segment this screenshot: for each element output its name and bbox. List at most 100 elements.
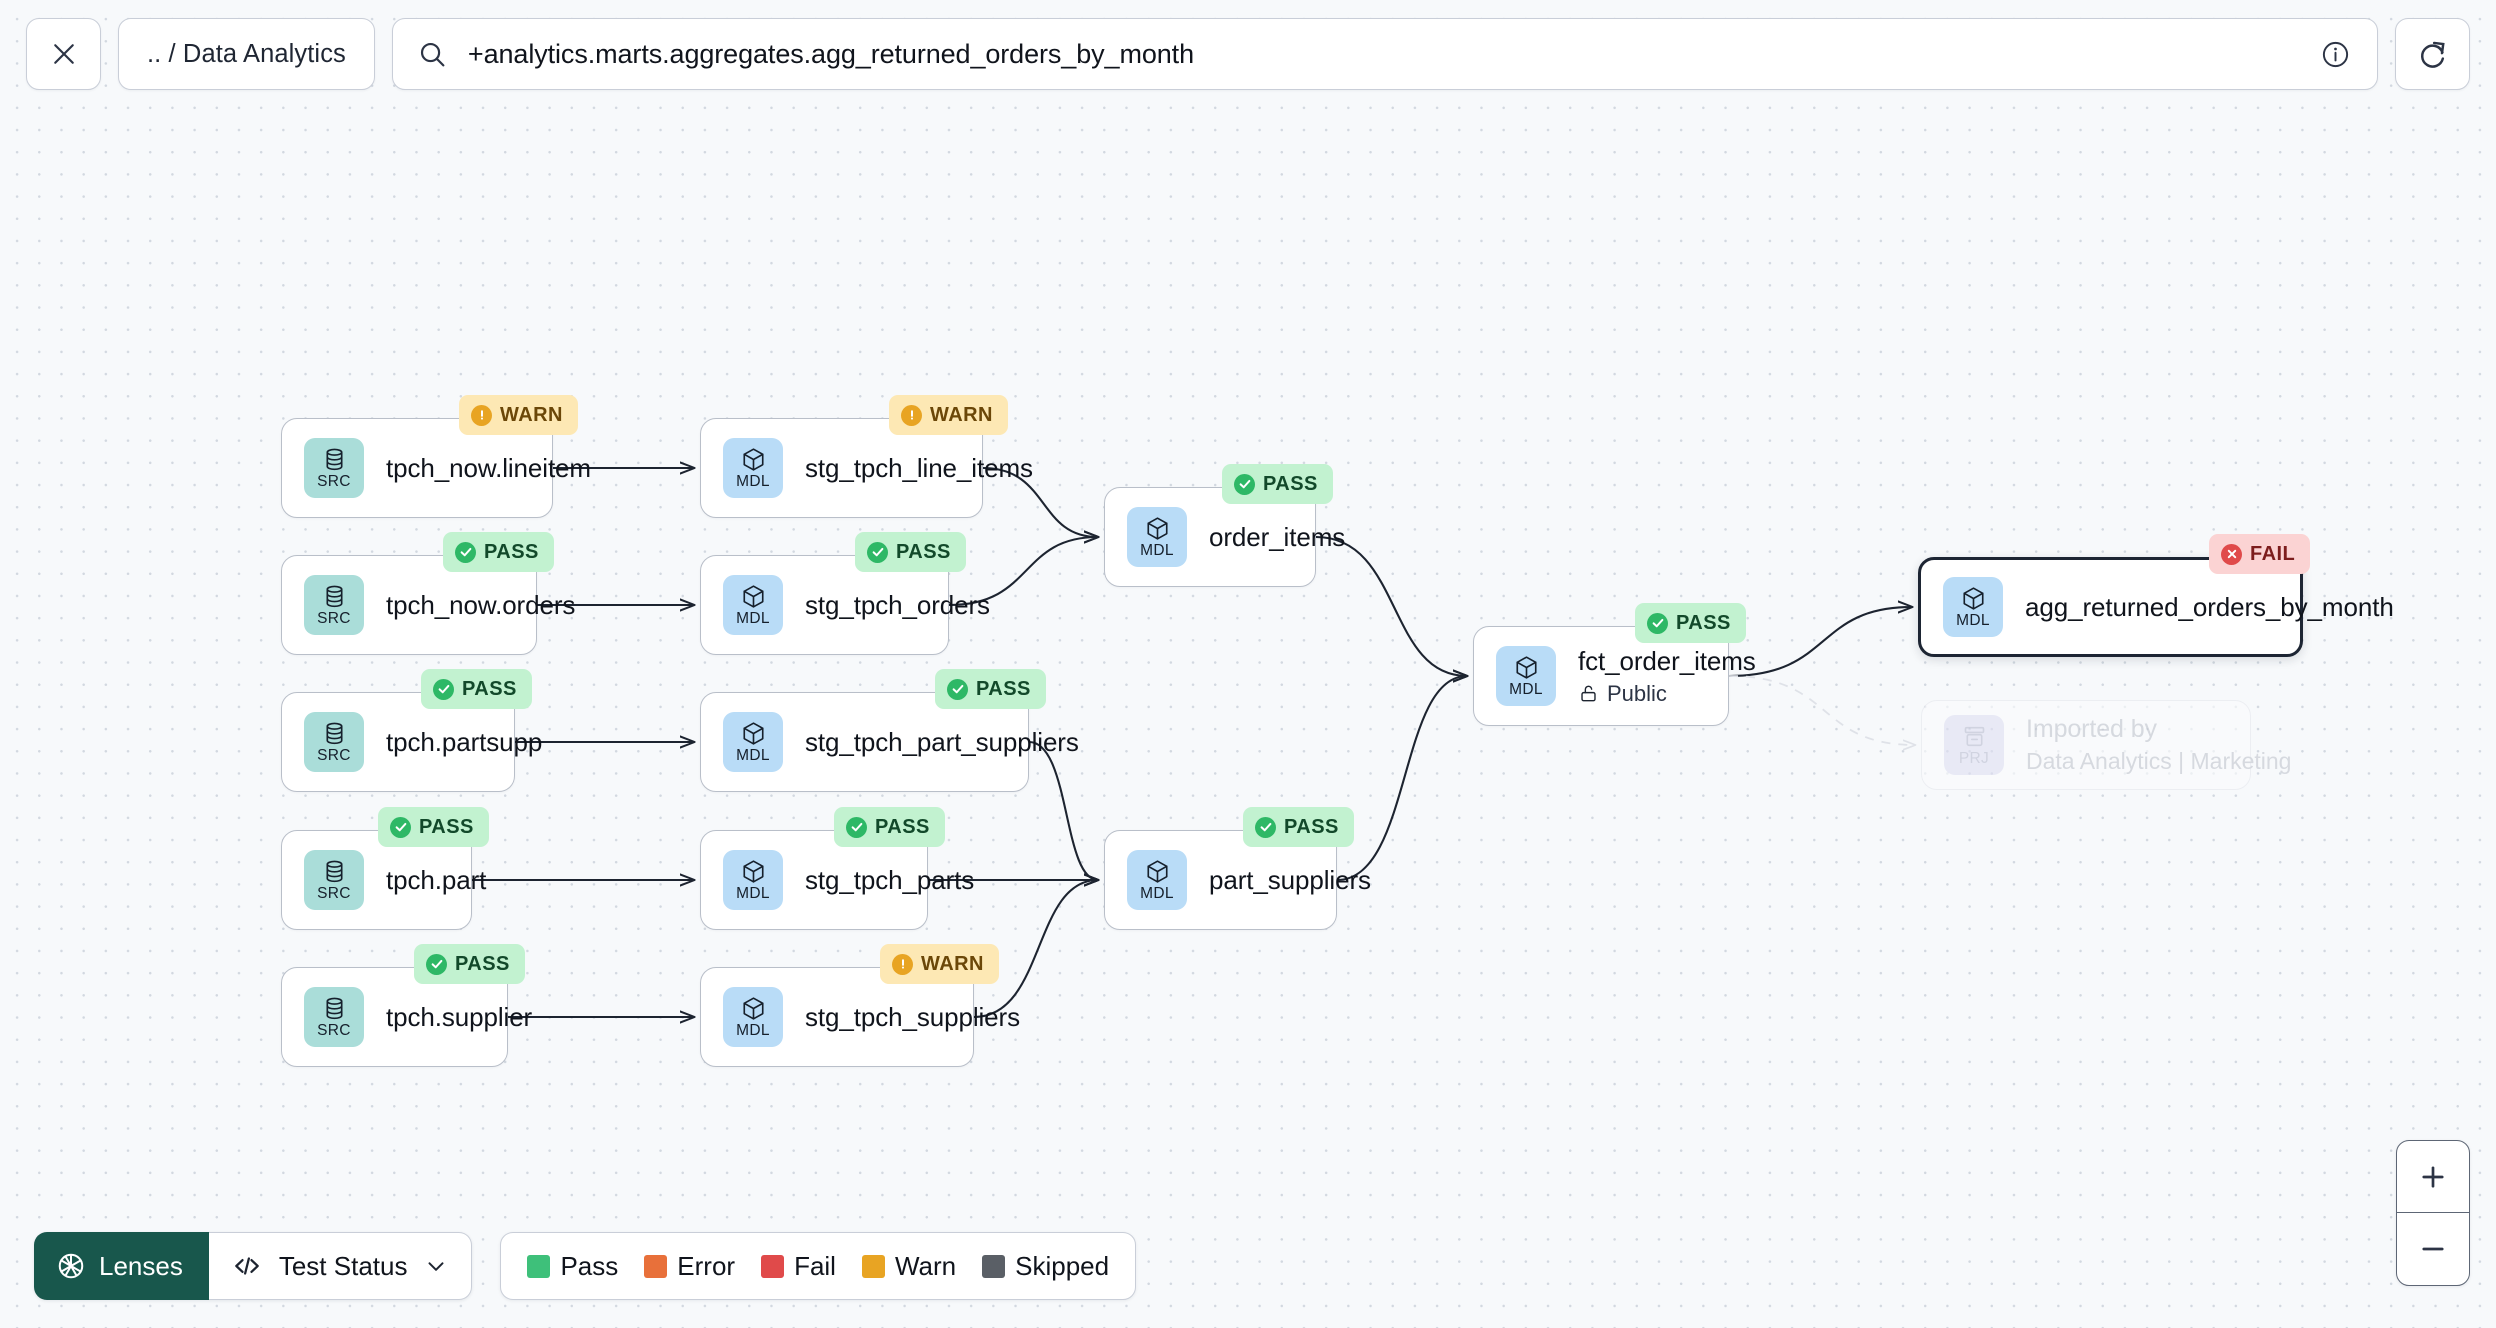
edge-stg_tpch_part_suppliers-to-part_suppliers	[1028, 740, 1098, 880]
node-kind-badge-mdl: MDL	[723, 575, 783, 635]
status-badge-warn: WARN	[459, 395, 578, 435]
status-badge-pass: PASS	[414, 944, 525, 984]
x-icon	[2227, 549, 2236, 559]
node-kind-label: MDL	[736, 610, 770, 628]
check-icon	[1260, 822, 1271, 832]
legend-item-skipped[interactable]: Skipped	[982, 1251, 1109, 1282]
status-badge-label: WARN	[500, 403, 563, 426]
node-title: order_items	[1209, 521, 1346, 552]
status-dot	[1234, 473, 1255, 495]
status-dot	[892, 953, 913, 975]
status-badge-pass: PASS	[443, 532, 554, 572]
node-kind-badge-mdl: MDL	[723, 987, 783, 1047]
info-icon[interactable]	[2320, 39, 2351, 70]
plus-icon	[2422, 1165, 2444, 1188]
check-icon	[872, 547, 883, 557]
node-kind-badge-mdl: MDL	[1943, 577, 2003, 637]
status-dot	[901, 404, 922, 426]
legend-label: Warn	[894, 1250, 957, 1281]
status-dot	[1255, 816, 1276, 838]
legend-swatch-error	[644, 1254, 668, 1278]
test-status-dropdown[interactable]: Test Status	[208, 1232, 473, 1300]
status-badge-label: PASS	[875, 815, 930, 838]
node-kind-label: SRC	[317, 610, 351, 628]
search-input[interactable]: +analytics.marts.aggregates.agg_returned…	[467, 38, 1194, 69]
cube-icon	[1515, 656, 1537, 679]
node-title: agg_returned_orders_by_month	[2025, 591, 2394, 622]
node-title: Imported by	[2026, 715, 2157, 743]
legend-item-fail[interactable]: Fail	[761, 1251, 836, 1282]
chevron-down-icon	[428, 1262, 444, 1271]
node-title: stg_tpch_suppliers	[805, 1001, 1020, 1032]
node-kind-label: MDL	[1140, 542, 1174, 560]
status-badge-label: PASS	[896, 540, 951, 563]
node-text: tpch.partsupp	[386, 727, 542, 758]
zoom-in-button[interactable]	[2397, 1141, 2469, 1213]
status-badge-pass: PASS	[834, 807, 945, 847]
status-badge-pass: PASS	[1222, 464, 1333, 504]
status-dot	[846, 816, 867, 838]
cube-icon	[1146, 860, 1168, 883]
status-dot	[867, 541, 888, 563]
lens-group: Lenses Test Status	[34, 1232, 473, 1300]
status-badge-pass: PASS	[421, 669, 532, 709]
node-subtitle: Data Analytics | Marketing	[2026, 748, 2291, 775]
node-kind-label: MDL	[736, 473, 770, 491]
search-box[interactable]: +analytics.marts.aggregates.agg_returned…	[391, 18, 2378, 90]
cube-icon	[742, 997, 764, 1020]
node-title: tpch_now.lineitem	[386, 452, 591, 483]
node-text: stg_tpch_suppliers	[805, 1001, 1020, 1033]
status-badge-label: WARN	[921, 952, 984, 975]
node-kind-label: MDL	[1140, 885, 1174, 903]
cube-icon	[742, 860, 764, 883]
node-kind-label: SRC	[317, 1022, 351, 1040]
status-badge-label: PASS	[484, 540, 539, 563]
node-title: tpch.part	[386, 864, 487, 895]
node-kind-badge-mdl: MDL	[1127, 850, 1187, 910]
close-button[interactable]	[26, 18, 101, 90]
minus-icon	[2422, 1247, 2444, 1251]
status-dot	[471, 404, 492, 426]
status-badge-warn: WARN	[880, 944, 999, 984]
edge-part_suppliers-to-fct_order_items	[1336, 676, 1467, 882]
graph-node-tpch_supplier[interactable]: SRC tpch.supplier	[281, 967, 532, 1067]
status-dot	[2221, 543, 2242, 565]
check-icon	[395, 822, 406, 832]
status-badge-label: PASS	[419, 815, 474, 838]
legend-item-pass[interactable]: Pass	[527, 1251, 618, 1282]
node-kind-badge-src: SRC	[304, 575, 364, 635]
legend-swatch-skipped	[982, 1254, 1006, 1278]
alert-icon	[901, 959, 904, 969]
close-icon	[53, 44, 74, 64]
search-icon	[420, 42, 445, 66]
status-badge-label: PASS	[1676, 611, 1731, 634]
refresh-button[interactable]	[2395, 18, 2470, 90]
cube-icon	[742, 585, 764, 608]
lenses-button[interactable]: Lenses	[34, 1232, 209, 1300]
node-title: stg_tpch_orders	[805, 589, 990, 620]
node-text: part_suppliers	[1209, 865, 1371, 896]
graph-node-stg_tpch_suppliers[interactable]: MDL stg_tpch_suppliers	[700, 967, 1020, 1067]
cube-icon	[742, 448, 764, 471]
node-subtitle: Public	[1578, 681, 1728, 707]
status-dot	[1647, 612, 1668, 634]
node-text: tpch.supplier	[386, 1002, 532, 1033]
test-status-label: Test Status	[278, 1250, 408, 1281]
status-badge-label: WARN	[930, 403, 993, 426]
legend-item-error[interactable]: Error	[644, 1251, 735, 1282]
legend-item-warn[interactable]: Warn	[861, 1250, 957, 1282]
zoom-out-button[interactable]	[2397, 1213, 2469, 1285]
node-kind-label: SRC	[317, 473, 351, 491]
node-text: stg_tpch_parts	[805, 865, 974, 896]
alert-icon	[480, 410, 483, 420]
breadcrumb[interactable]: .. / Data Analytics	[118, 18, 375, 90]
node-kind-badge-src: SRC	[304, 987, 364, 1047]
cube-icon	[742, 722, 764, 745]
node-text: tpch_now.lineitem	[386, 452, 591, 484]
node-kind-badge-mdl: MDL	[1127, 507, 1187, 567]
